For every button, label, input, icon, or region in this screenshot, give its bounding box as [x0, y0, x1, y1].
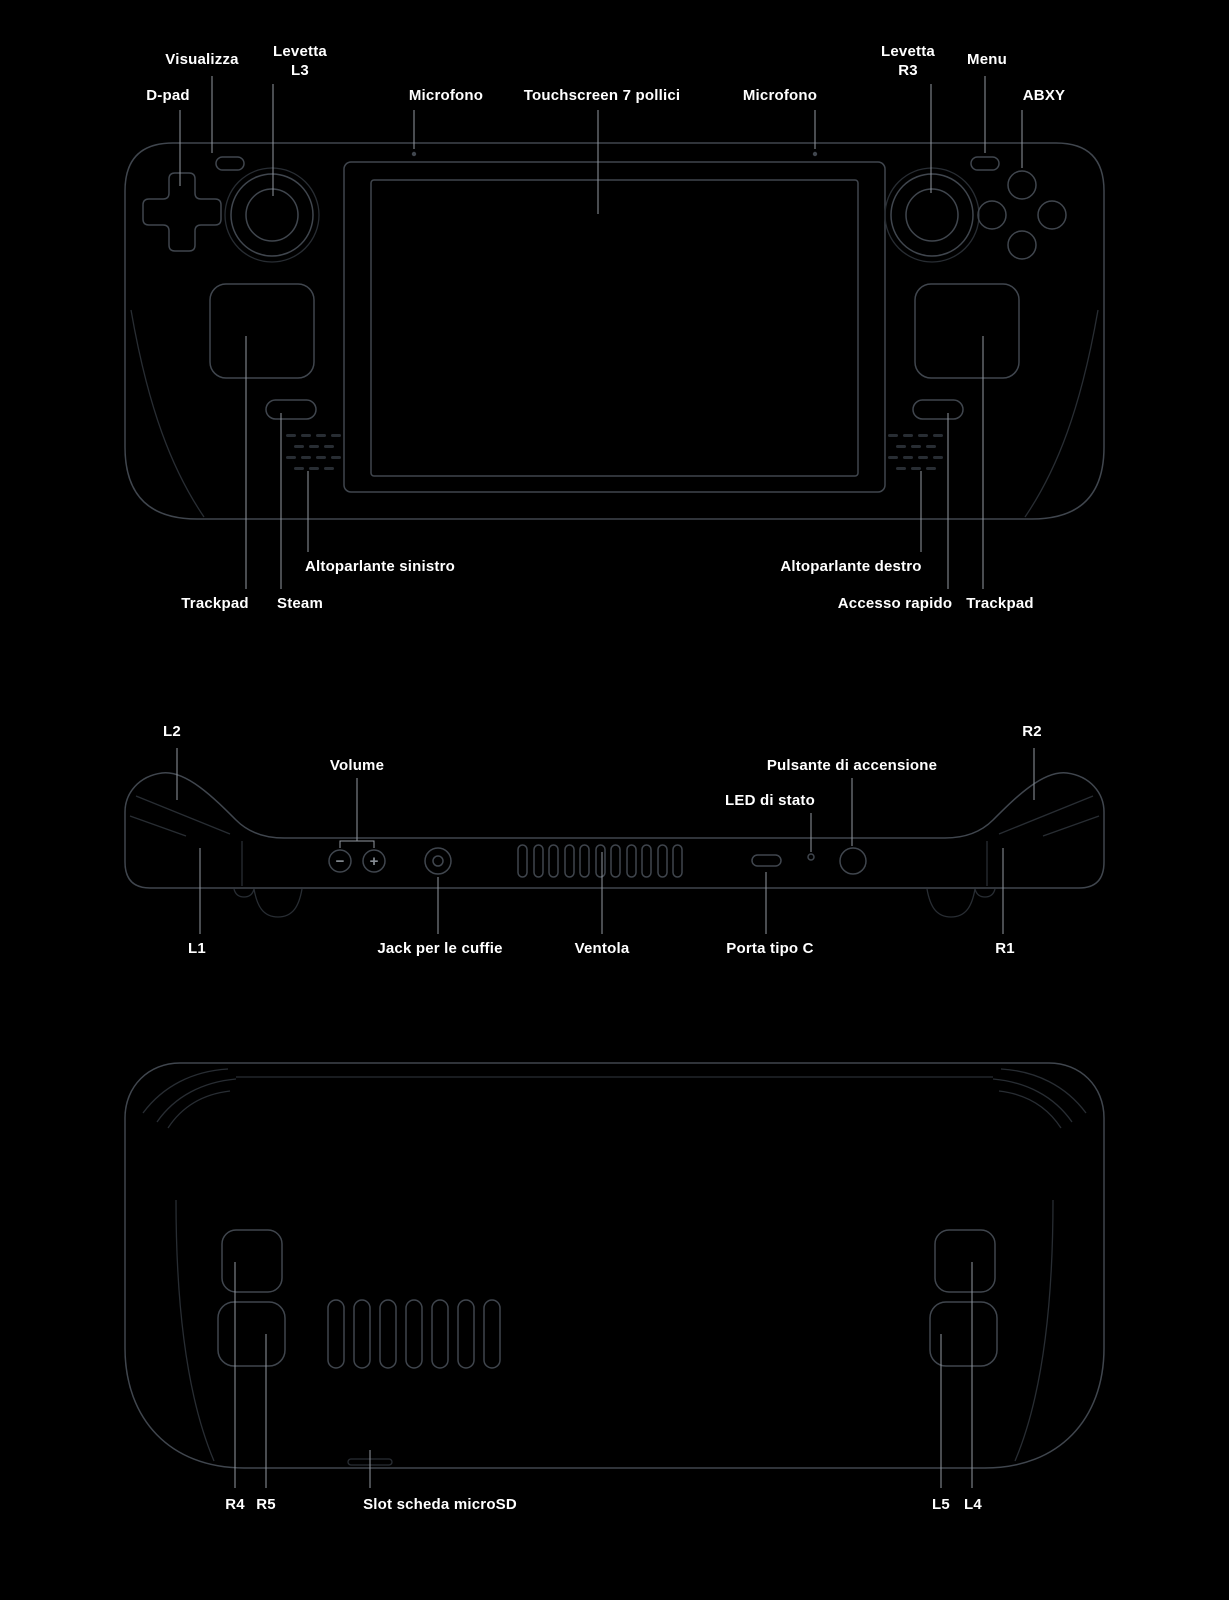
left-thumbstick [224, 167, 320, 263]
r4-button [221, 1229, 283, 1293]
right-trigger-detail [986, 795, 1100, 886]
grip-texture-right [992, 1068, 1087, 1462]
label-microphone-left: Microfono [408, 87, 484, 104]
left-grip-contour [130, 309, 205, 518]
label-power-button: Pulsante di accensione [766, 757, 938, 774]
device-body-top [124, 772, 1105, 889]
dpad [142, 172, 222, 252]
label-r2-trigger: R2 [1022, 723, 1042, 740]
screen-bezel [343, 161, 886, 493]
grip-texture-left [142, 1068, 237, 1462]
back-view [124, 1062, 1105, 1488]
back-label-lines [234, 1262, 973, 1488]
label-fan: Ventola [574, 940, 630, 957]
microphone-right [812, 151, 818, 157]
label-r1-bumper: R1 [995, 940, 1015, 957]
label-right-stick-r3: Levetta R3 [881, 43, 935, 79]
label-l1-bumper: L1 [188, 940, 206, 957]
label-microphone-right: Microfono [742, 87, 818, 104]
quick-access-button [912, 399, 964, 420]
label-trackpad-left: Trackpad [181, 595, 249, 612]
label-volume: Volume [329, 757, 385, 774]
left-trackpad [209, 283, 315, 379]
label-speaker-right: Altoparlante destro [780, 558, 922, 575]
menu-button [970, 156, 1000, 171]
label-l5-button: L5 [932, 1496, 950, 1513]
label-status-led: LED di stato [725, 792, 815, 809]
right-speaker-grille [888, 434, 943, 470]
back-vents [327, 1299, 501, 1369]
volume-up-icon: + [370, 853, 379, 870]
steam-button [265, 399, 317, 420]
touchscreen-display [370, 179, 859, 477]
label-menu-button: Menu [967, 51, 1007, 68]
front-view [124, 76, 1105, 589]
headphone-jack [424, 847, 452, 875]
top-view: − + [124, 748, 1105, 934]
left-speaker-grille [286, 434, 341, 470]
right-thumbstick [884, 167, 980, 263]
label-steam-button: Steam [276, 595, 324, 612]
label-speaker-left: Altoparlante sinistro [304, 558, 456, 575]
right-grip-contour [1024, 309, 1099, 518]
top-label-lines [176, 748, 1035, 934]
left-trigger-detail [129, 795, 243, 886]
volume-down-button [328, 849, 352, 873]
volume-up-button [362, 849, 386, 873]
label-trackpad-right: Trackpad [966, 595, 1034, 612]
volume-bracket [339, 778, 375, 848]
usb-c-port [751, 854, 782, 867]
device-body-back [124, 1062, 1105, 1469]
volume-down-icon: − [336, 853, 345, 870]
status-led [807, 853, 815, 861]
right-trackpad [914, 283, 1020, 379]
view-button [215, 156, 245, 171]
label-microsd-slot: Slot scheda microSD [363, 1496, 517, 1513]
l4-button [934, 1229, 996, 1293]
l5-button [929, 1301, 998, 1367]
label-r4-button: R4 [225, 1496, 245, 1513]
right-stick-cap [926, 888, 996, 918]
label-view-button: Visualizza [165, 51, 239, 68]
label-touchscreen: Touchscreen 7 pollici [523, 87, 681, 104]
label-headphone-jack: Jack per le cuffie [377, 940, 503, 957]
label-abxy-buttons: ABXY [1022, 87, 1066, 104]
label-usb-c-port: Porta tipo C [726, 940, 814, 957]
r5-button [217, 1301, 286, 1367]
microphone-left [411, 151, 417, 157]
label-quick-access: Accesso rapido [837, 595, 953, 612]
label-left-stick-l3: Levetta L3 [273, 43, 327, 79]
fan-vents [517, 844, 683, 878]
power-button [839, 847, 867, 875]
left-stick-cap [233, 888, 303, 918]
front-label-lines [179, 76, 1023, 589]
label-dpad: D-pad [146, 87, 190, 104]
abxy-buttons [977, 170, 1067, 260]
label-r5-button: R5 [256, 1496, 276, 1513]
device-body-front [124, 142, 1105, 520]
label-l4-button: L4 [964, 1496, 982, 1513]
label-l2-trigger: L2 [163, 723, 181, 740]
